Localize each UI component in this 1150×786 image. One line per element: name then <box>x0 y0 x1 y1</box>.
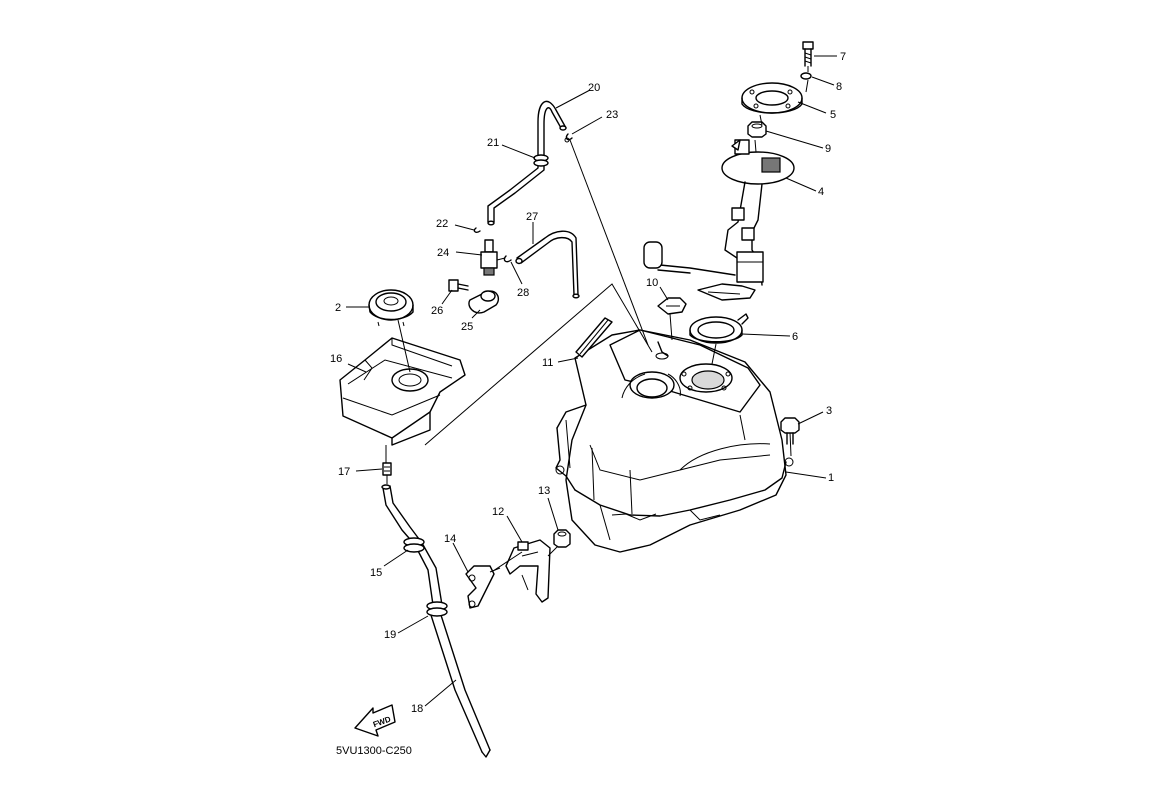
bolt-3 <box>780 417 800 445</box>
fuel-tank <box>555 329 794 553</box>
callout-13: 13 <box>538 485 550 497</box>
callouts: 1 2 3 4 5 6 7 8 9 10 11 12 13 14 15 16 1… <box>330 51 846 715</box>
fuel-pump <box>643 139 795 301</box>
fuel-cap <box>368 289 414 327</box>
insulator-strip-11 <box>575 317 613 358</box>
clip-23 <box>564 133 573 143</box>
nut-9 <box>747 121 767 138</box>
pipe-27 <box>515 230 580 299</box>
check-valve <box>480 239 506 276</box>
filler-tray <box>339 337 466 446</box>
clip-22 <box>473 227 481 233</box>
drain-hose-lower <box>429 611 491 758</box>
callout-26: 26 <box>431 305 443 317</box>
callout-25: 25 <box>461 321 473 333</box>
washer-8 <box>800 72 812 80</box>
callout-1: 1 <box>828 472 834 484</box>
callout-16: 16 <box>330 353 342 365</box>
bolt-7 <box>802 41 814 67</box>
fwd-arrow: FWD <box>354 704 396 737</box>
drain-hose-upper <box>381 484 443 606</box>
pipe-clamp-25 <box>468 290 500 314</box>
diagram-code: 5VU1300-C250 <box>336 745 412 757</box>
bracket-12 <box>505 539 551 603</box>
callout-12: 12 <box>492 506 504 518</box>
callout-4: 4 <box>818 186 824 198</box>
reference-lines <box>385 66 809 572</box>
callout-6: 6 <box>792 331 798 343</box>
hose-clamp-19 <box>426 601 448 617</box>
callout-22: 22 <box>436 218 448 230</box>
callout-15: 15 <box>370 567 382 579</box>
callout-7: 7 <box>840 51 846 63</box>
callout-24: 24 <box>437 247 449 259</box>
bracket-14 <box>465 565 501 609</box>
callout-10: 10 <box>646 277 658 289</box>
clip-28 <box>503 255 512 263</box>
callout-18: 18 <box>411 703 423 715</box>
callout-5: 5 <box>830 109 836 121</box>
nut-13 <box>553 529 571 548</box>
hose-clamp-21 <box>533 154 549 167</box>
drain-fitting <box>382 462 392 476</box>
pump-flange <box>741 82 803 114</box>
breather-hose <box>487 100 567 226</box>
leader-lines <box>346 55 837 707</box>
bracket-10 <box>657 297 687 315</box>
callout-2: 2 <box>335 302 341 314</box>
callout-27: 27 <box>526 211 538 223</box>
gasket-6 <box>689 313 749 344</box>
callout-9: 9 <box>825 143 831 155</box>
callout-11: 11 <box>542 357 553 369</box>
callout-14: 14 <box>444 533 456 545</box>
callout-21: 21 <box>487 137 499 149</box>
callout-17: 17 <box>338 466 350 478</box>
callout-8: 8 <box>836 81 842 93</box>
callout-3: 3 <box>826 405 832 417</box>
hose-clamp-15 <box>403 537 425 553</box>
callout-28: 28 <box>517 287 529 299</box>
callout-19: 19 <box>384 629 396 641</box>
callout-23: 23 <box>606 109 618 121</box>
bolt-26 <box>448 279 469 292</box>
callout-20: 20 <box>588 82 600 94</box>
